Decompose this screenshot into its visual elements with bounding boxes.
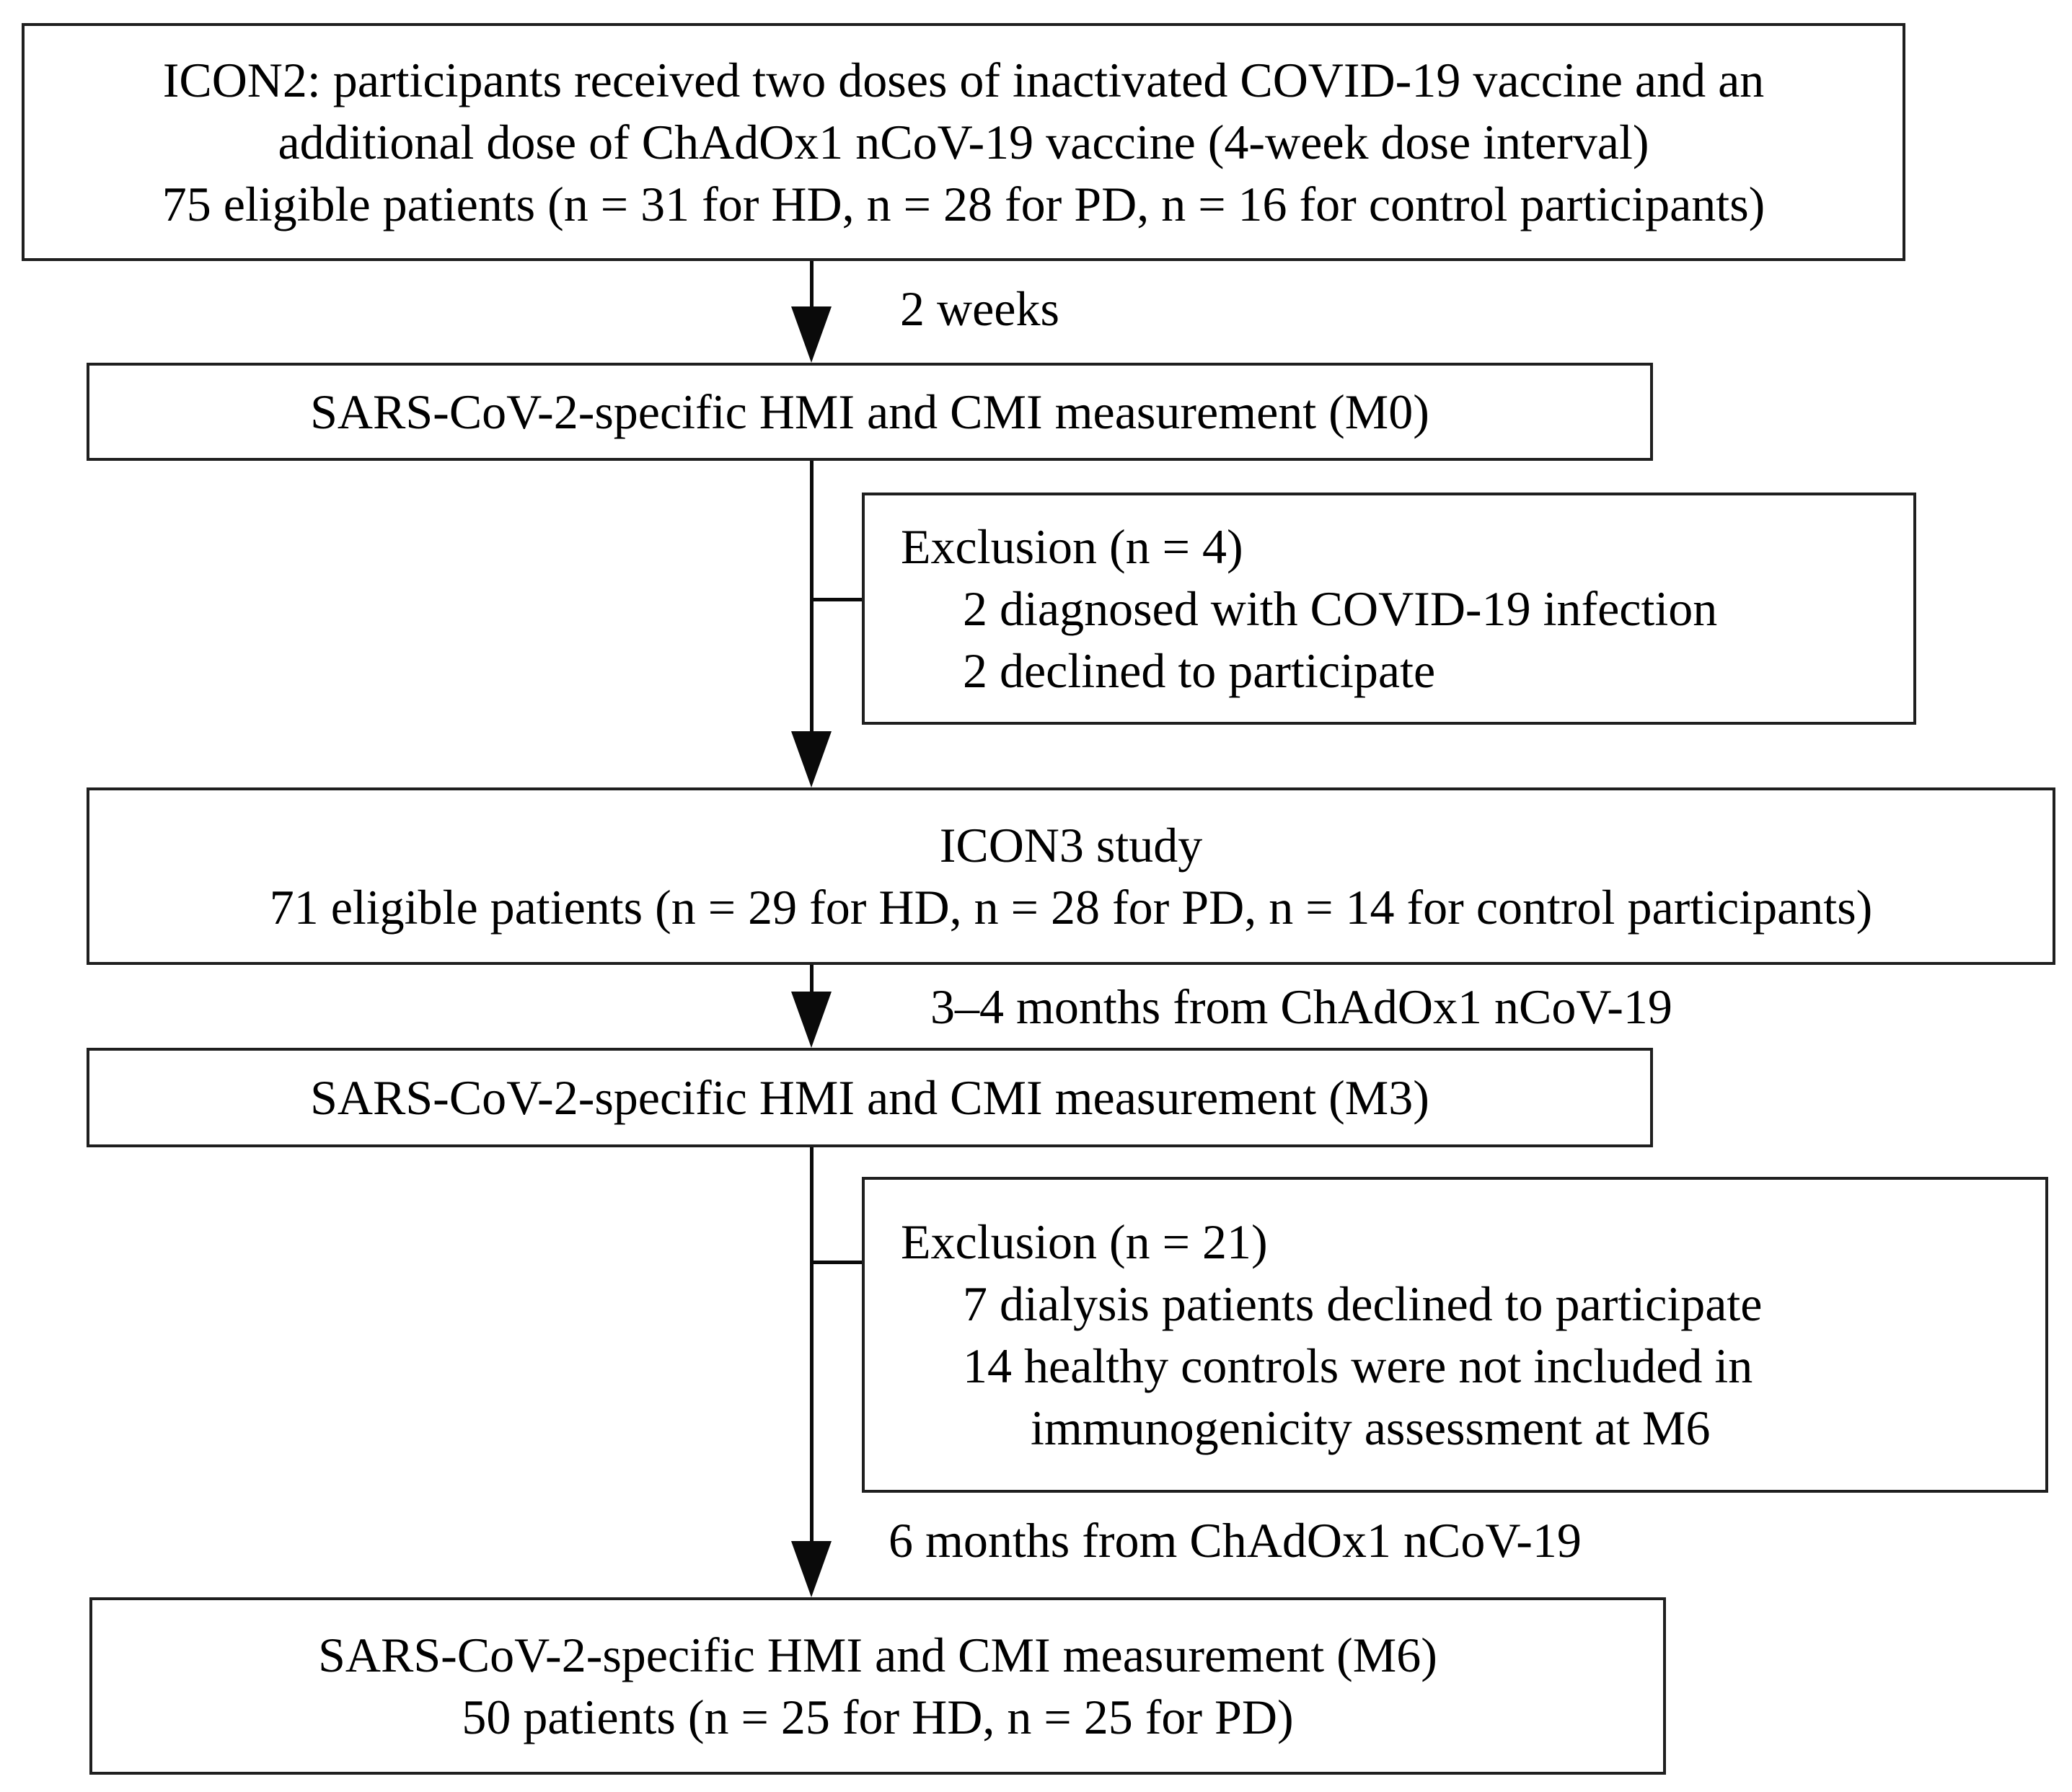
interval-label-6-months: 6 months from ChAdOx1 nCoV-19 (889, 1513, 1582, 1568)
m3-line-1: SARS-CoV-2-specific HMI and CMI measurem… (310, 1070, 1429, 1125)
icon2-line-3: 75 eligible patients (n = 31 for HD, n =… (162, 177, 1765, 231)
exclusion2-item-2-continuation: immunogenicity assessment at M6 (1031, 1400, 1711, 1455)
icon3-line-1: ICON3 study (939, 818, 1203, 873)
interval-label-3-4-months: 3–4 months from ChAdOx1 nCoV-19 (930, 979, 1672, 1034)
icon2-line-1: ICON2: participants received two doses o… (162, 53, 1765, 107)
connector-m3-to-m6 (810, 1147, 814, 1550)
arrowhead-down-icon (791, 992, 832, 1048)
icon2-line-2: additional dose of ChAdOx1 nCoV-19 vacci… (278, 115, 1649, 169)
arrowhead-down-icon (791, 731, 832, 787)
exclusion2-box: Exclusion (n = 21) 7 dialysis patients d… (862, 1177, 2048, 1493)
connector-icon3-to-m3 (810, 965, 814, 999)
exclusion1-box: Exclusion (n = 4) 2 diagnosed with COVID… (862, 493, 1916, 725)
exclusion1-title: Exclusion (n = 4) (901, 519, 1243, 574)
icon3-study-box: ICON3 study 71 eligible patients (n = 29… (87, 787, 2055, 965)
arrowhead-down-icon (791, 1541, 832, 1597)
branch-to-exclusion2 (811, 1261, 863, 1264)
m6-line-1: SARS-CoV-2-specific HMI and CMI measurem… (318, 1628, 1437, 1682)
m0-line-1: SARS-CoV-2-specific HMI and CMI measurem… (310, 384, 1429, 439)
m6-line-2: 50 patients (n = 25 for HD, n = 25 for P… (462, 1690, 1294, 1744)
connector-icon2-to-m0 (810, 261, 814, 313)
exclusion1-item-1: 2 diagnosed with COVID-19 infection (963, 581, 1718, 636)
arrowhead-down-icon (791, 306, 832, 363)
m6-measurement-box: SARS-CoV-2-specific HMI and CMI measurem… (89, 1597, 1666, 1775)
m3-measurement-box: SARS-CoV-2-specific HMI and CMI measurem… (87, 1048, 1653, 1147)
m0-measurement-box: SARS-CoV-2-specific HMI and CMI measurem… (87, 363, 1653, 461)
icon3-line-2: 71 eligible patients (n = 29 for HD, n =… (269, 880, 1873, 935)
interval-label-2-weeks: 2 weeks (900, 281, 1059, 336)
exclusion2-title: Exclusion (n = 21) (901, 1214, 1268, 1269)
exclusion2-item-1: 7 dialysis patients declined to particip… (963, 1276, 1763, 1331)
branch-to-exclusion1 (811, 598, 863, 601)
icon2-enrollment-box: ICON2: participants received two doses o… (22, 23, 1905, 261)
exclusion1-item-2: 2 declined to participate (963, 643, 1436, 698)
exclusion2-item-2: 14 healthy controls were not included in (963, 1338, 1753, 1393)
